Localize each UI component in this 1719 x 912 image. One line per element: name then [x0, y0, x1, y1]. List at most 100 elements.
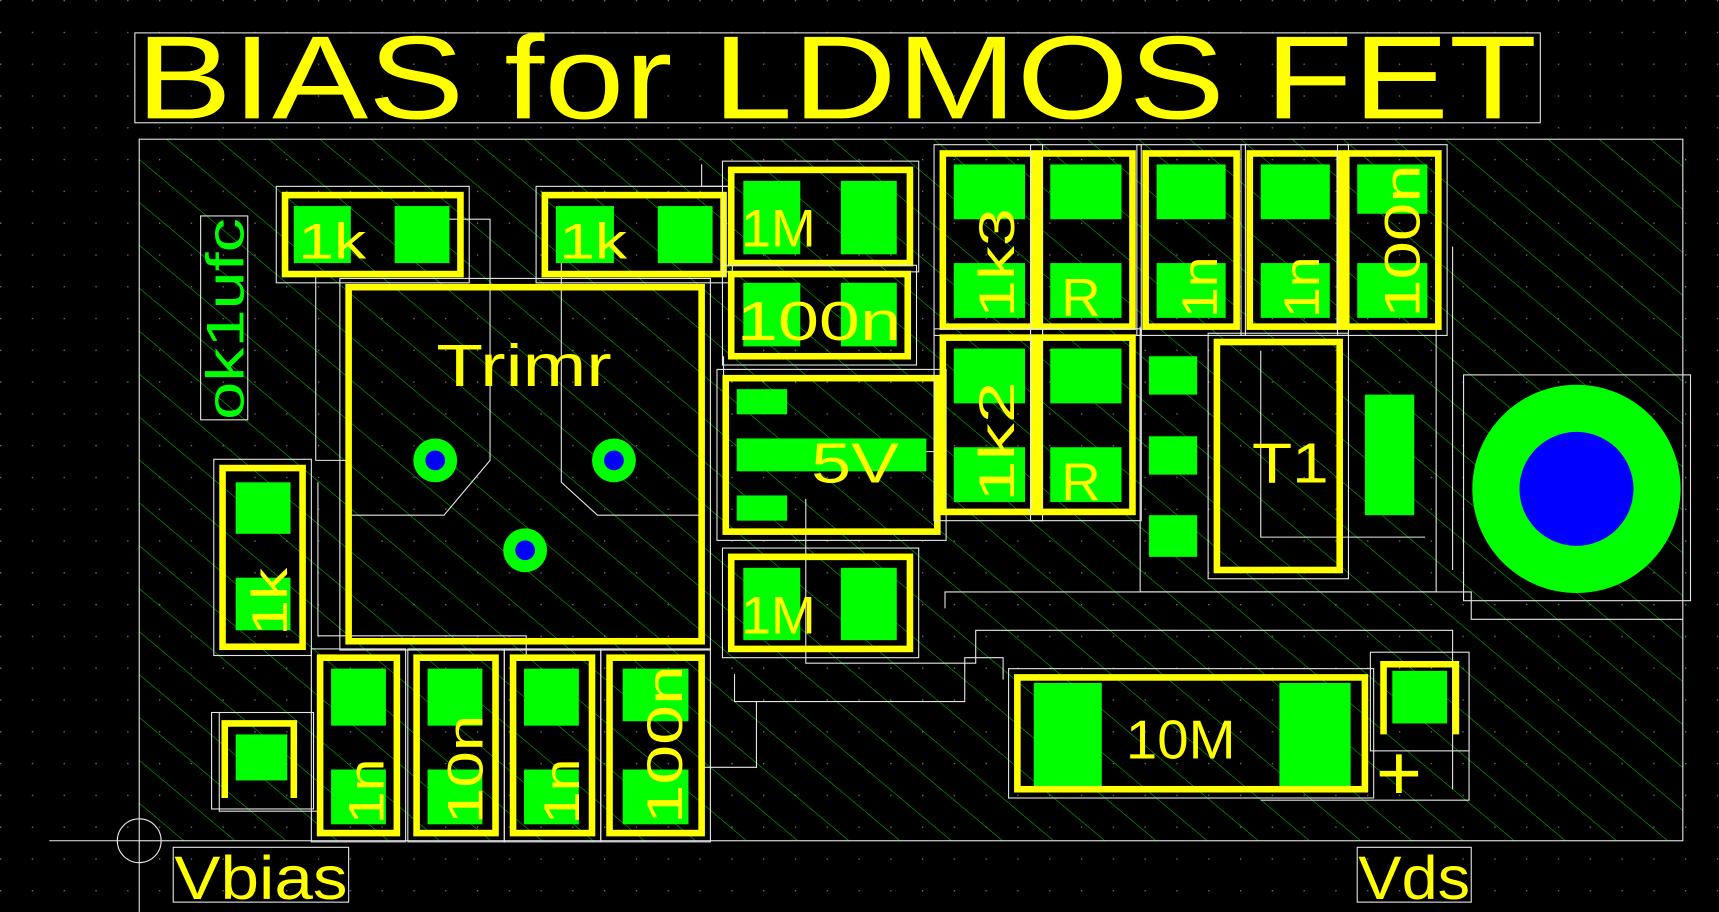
component-r-1m-bottom[interactable]: 1M	[721, 547, 920, 659]
component-transistor[interactable]: T1	[1148, 332, 1415, 580]
courtyard-outline	[1136, 144, 1246, 336]
smd-pad	[1148, 436, 1198, 475]
silkscreen-outline	[1213, 338, 1343, 574]
smd-pad	[1156, 164, 1226, 220]
component-c-100n-bot[interactable]: 100n	[600, 648, 711, 843]
component-r-top-mid[interactable]: 1k	[535, 185, 733, 284]
component-label: 5V	[811, 431, 899, 495]
smd-pad	[1148, 515, 1198, 557]
smd-pad	[953, 447, 1026, 503]
courtyard-outline	[310, 648, 407, 843]
component-r-10m[interactable]: 10M	[1008, 668, 1375, 799]
connector-vds: Vds	[1356, 844, 1472, 912]
component-label: 1k3	[968, 208, 1025, 318]
trimmer-hole-2	[592, 438, 636, 483]
component-c-100n-mid[interactable]: 100n	[721, 264, 918, 366]
silkscreen-outline	[509, 654, 596, 837]
smd-pad	[840, 282, 897, 347]
smd-pad	[953, 348, 1026, 404]
smd-pad	[524, 668, 579, 726]
component-label: 1k	[241, 567, 298, 636]
silkscreen-outline	[727, 166, 914, 267]
courtyard-outline	[721, 547, 920, 659]
component-r-1k3[interactable]: 1k3	[933, 144, 1044, 336]
silkscreen-outline	[606, 654, 705, 837]
smd-pad	[1364, 394, 1415, 516]
smd-pad	[736, 389, 788, 415]
origin-crosshair-icon	[49, 818, 162, 912]
smd-pad	[736, 438, 927, 472]
silkscreen-outline	[1036, 334, 1136, 516]
component-label: R	[1061, 269, 1100, 328]
component-label: 1M	[741, 200, 816, 259]
trimmer-hole-1	[413, 438, 458, 483]
smd-pad	[235, 577, 291, 631]
silkscreen-outline	[1342, 150, 1442, 330]
polarity-plus-icon: +	[1376, 729, 1422, 817]
component-label: 1k	[298, 213, 367, 270]
component-jumper-pad[interactable]	[211, 711, 315, 810]
smd-pad	[736, 495, 788, 521]
trimmer-hole-3	[503, 528, 548, 573]
smd-pad	[1357, 164, 1428, 214]
silkscreen-outline	[939, 150, 1038, 330]
component-c-1n-top-a[interactable]: 1n	[1136, 144, 1246, 336]
silkscreen-outline	[541, 191, 727, 278]
silkscreen-outline	[316, 654, 401, 837]
component-r-1k2[interactable]: 1k2	[933, 328, 1044, 522]
silkscreen-outline	[939, 334, 1038, 516]
component-label: R	[1061, 453, 1100, 512]
component-label: 100n	[636, 665, 693, 824]
silkscreen-outline	[1142, 150, 1240, 330]
mounting-hole	[1463, 374, 1692, 602]
component-c-100n-top[interactable]: 100n	[1336, 144, 1448, 336]
component-label: 100n	[1374, 164, 1431, 317]
smd-pad	[1050, 348, 1122, 404]
smd-pad	[1260, 164, 1330, 220]
smd-pad	[331, 668, 386, 726]
component-label: 1k2	[968, 381, 1025, 502]
smd-pad	[331, 769, 386, 825]
smd-pad	[293, 206, 351, 264]
smd-pad	[1050, 263, 1122, 318]
author-mark-text: ok1ufc	[196, 218, 255, 420]
component-c-1n-top-b[interactable]: 1n	[1240, 144, 1349, 336]
courtyard-outline	[1008, 668, 1375, 799]
silkscreen-outline	[1246, 150, 1343, 330]
smd-pad	[524, 769, 579, 825]
courtyard-outline	[721, 264, 918, 366]
component-polarized-cap-pad[interactable]: +	[1369, 651, 1470, 817]
component-label: 1n	[338, 759, 395, 825]
component-r-r-mid[interactable]: R	[1029, 328, 1142, 522]
smd-pad	[1156, 263, 1226, 318]
smd-pad	[743, 282, 801, 347]
smd-pad	[743, 180, 801, 255]
silkscreen-outline	[1036, 150, 1136, 330]
smd-pad	[427, 769, 483, 825]
connector-vbias-label: Vbias	[174, 844, 347, 912]
smd-pad	[427, 668, 483, 726]
smd-pad	[1033, 682, 1102, 788]
smd-pad	[235, 482, 291, 534]
courtyard-outline	[1207, 332, 1349, 580]
smd-pad	[953, 263, 1026, 318]
smd-pad	[622, 668, 689, 722]
component-c-10n-bot[interactable]: 10n	[407, 648, 505, 843]
smd-pad	[1357, 263, 1428, 318]
connector-vds-label: Vds	[1358, 844, 1470, 912]
component-r-1k-left[interactable]: 1k	[213, 458, 312, 657]
component-c-1n-bot-b[interactable]: 1n	[503, 648, 602, 843]
courtyard-outline	[600, 648, 711, 843]
smd-pad	[394, 206, 450, 264]
silkscreen-outline	[1014, 674, 1369, 793]
component-r-r-top[interactable]: R	[1029, 144, 1142, 336]
component-trimmer[interactable]: Trimr	[339, 277, 711, 651]
component-r-top-left[interactable]: 1k	[275, 185, 470, 284]
component-label: 100n	[737, 290, 901, 352]
component-c-1n-bot-a[interactable]: 1n	[310, 648, 407, 843]
courtyard-outline	[1336, 144, 1448, 336]
component-regulator[interactable]: 5V	[716, 368, 947, 541]
silkscreen-outline	[219, 464, 306, 651]
